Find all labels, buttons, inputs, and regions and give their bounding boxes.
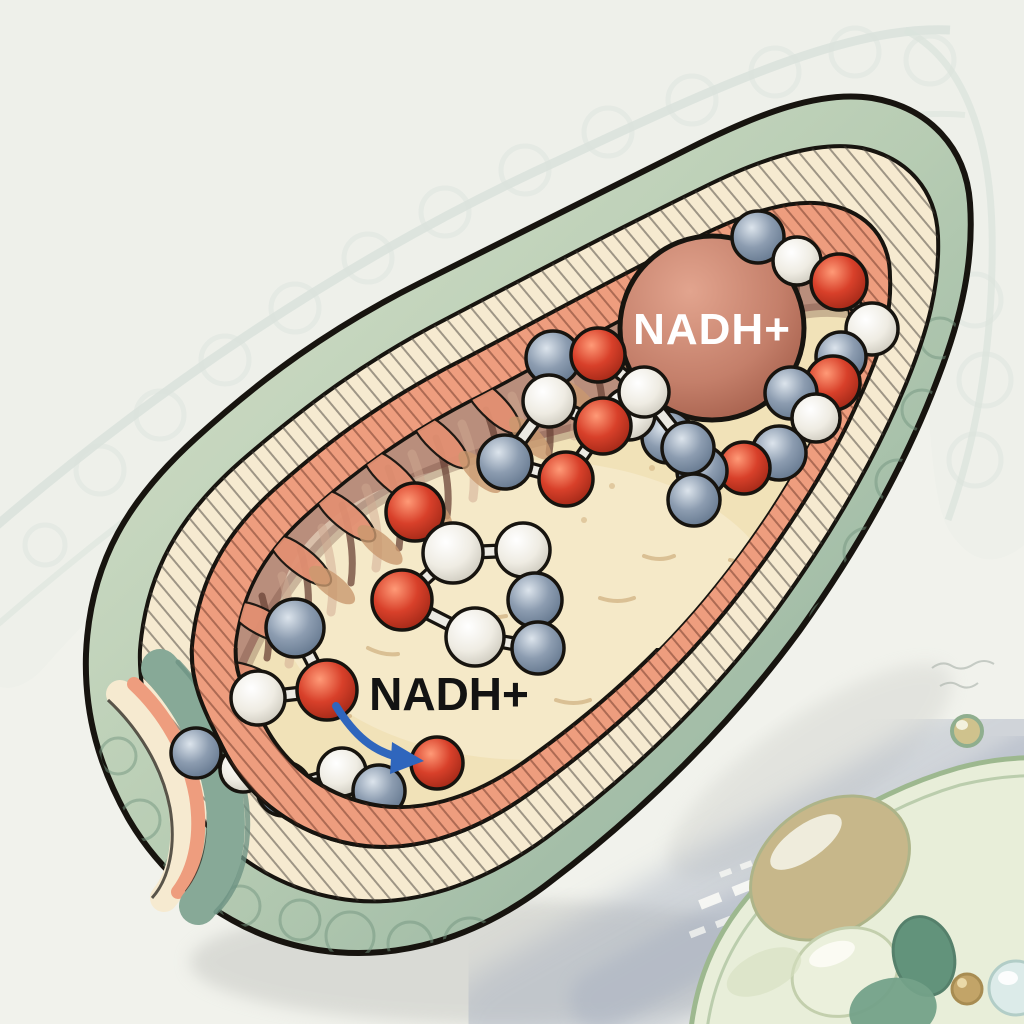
nadh-sphere-group: NADH+ [617, 233, 807, 423]
vesicle-tan-highlight [770, 814, 842, 870]
molecule-cluster-matrix-ring [370, 481, 566, 676]
vesicle-tan-small-highlight [957, 978, 967, 988]
ghost-bubbles [22, 25, 1014, 568]
atom-red [370, 568, 434, 632]
bottom-rim-overlay [189, 648, 697, 849]
transfer-arrow [332, 702, 424, 774]
vesicle-faint [726, 947, 802, 997]
atom-white [494, 521, 552, 579]
vesicle-tan-small [950, 972, 984, 1006]
mitochondrion: NADH+ NADH+ [82, 93, 974, 956]
atom-red [409, 735, 465, 791]
ghost-body [0, 0, 1024, 688]
atom-gray [506, 571, 564, 629]
atom-white [521, 373, 577, 429]
bottom-rim-hatching [191, 648, 694, 847]
transfer-arrow-shaft [332, 702, 398, 760]
nadh-matrix-label: NADH+ [369, 668, 529, 720]
vesicle-teal [891, 915, 957, 997]
molecules-front [229, 209, 900, 727]
nadh-sphere-label: NADH+ [633, 305, 791, 354]
atom-red [809, 252, 869, 312]
atom-red [569, 326, 627, 384]
atom-gray [476, 433, 534, 491]
bubble-body [950, 714, 984, 748]
atom-gray [264, 597, 326, 659]
waist-teal-band [141, 649, 245, 925]
transfer-arrow-head [390, 742, 424, 774]
waist-fold [106, 649, 251, 925]
cell-blob [689, 755, 1024, 1024]
waist-cream-band [106, 680, 199, 912]
atom-white [790, 392, 842, 444]
atom-gray [510, 620, 566, 676]
vesicle-teal-2 [849, 977, 937, 1024]
molecule-cluster-shuttle [229, 597, 359, 727]
cast-shadow-right [667, 663, 953, 877]
vesicle-tan [749, 794, 911, 942]
molecule-cluster-upper-mid [476, 326, 722, 528]
atom-red [384, 481, 446, 543]
vesicle-blue-highlight [998, 971, 1018, 985]
bubble-highlight [956, 720, 968, 730]
atom-red [573, 396, 633, 456]
atom-gray [660, 420, 716, 476]
atom-gray [169, 726, 223, 780]
atom-white [617, 365, 671, 419]
ghost-outline [0, 25, 951, 529]
floating-bubble [950, 714, 984, 748]
pencil-scribbles [931, 660, 995, 689]
ghost-tail-outline [903, 26, 996, 522]
nadh-sphere [617, 233, 807, 423]
atom-gray [730, 209, 786, 265]
atom-gray [666, 472, 722, 528]
waist-salmon-band [127, 677, 206, 899]
atom-white [229, 669, 287, 727]
vesicle-cream-highlight [809, 940, 855, 968]
atom-white [421, 521, 485, 585]
waist-ink-line-1 [106, 698, 174, 900]
atom-red [537, 450, 595, 508]
atom-red [295, 658, 359, 722]
atom-white [444, 606, 506, 668]
